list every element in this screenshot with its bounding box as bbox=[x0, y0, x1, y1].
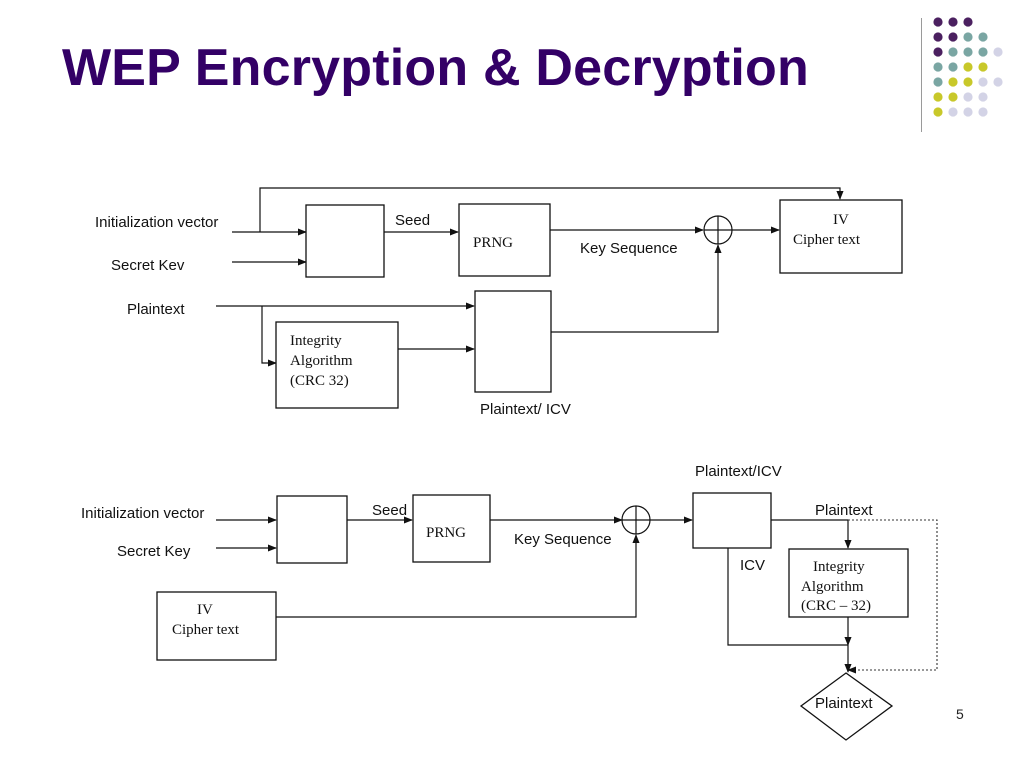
dec-iv-label: Initialization vector bbox=[81, 505, 204, 522]
enc-plaintext-icv-box bbox=[474, 290, 552, 393]
enc-output-ciphertext: Cipher text bbox=[793, 232, 861, 248]
encryption-diagram: Initialization vector Secret Kev Plainte… bbox=[95, 187, 903, 418]
enc-keyseq-label: Key Sequence bbox=[580, 240, 678, 257]
dec-icv-line bbox=[727, 548, 848, 646]
dec-secret-key-label: Secret Key bbox=[117, 543, 191, 560]
dec-input-box bbox=[156, 591, 277, 661]
decryption-diagram: Initialization vector Secret Key Seed PR… bbox=[81, 463, 938, 741]
dec-plaintext-icv-label: Plaintext/ICV bbox=[695, 463, 782, 480]
dec-input-iv: IV bbox=[197, 602, 213, 618]
enc-integrity-line2: Algorithm bbox=[290, 353, 353, 369]
dec-integrity-box bbox=[788, 548, 909, 618]
dec-xor-icon bbox=[621, 505, 651, 535]
dec-integrity-line3: (CRC – 32) bbox=[801, 598, 871, 614]
dec-integrity-line1: Integrity bbox=[813, 559, 865, 575]
enc-xor-icon bbox=[703, 215, 733, 245]
dec-result-diamond bbox=[799, 672, 894, 741]
dec-integrity-line2: Algorithm bbox=[801, 579, 864, 595]
enc-iv-label: Initialization vector bbox=[95, 214, 218, 231]
dec-plaintext-dotted-path bbox=[848, 519, 938, 671]
dec-cipher-to-xor-arrow bbox=[276, 534, 640, 618]
enc-integrity-line1: Integrity bbox=[290, 333, 342, 349]
dec-seed-label: Seed bbox=[372, 502, 407, 519]
enc-to-xor-arrow bbox=[551, 244, 722, 333]
enc-plaintext-label: Plaintext bbox=[127, 301, 185, 318]
dec-prng-box bbox=[412, 494, 491, 563]
enc-plaintext-to-crc-arrow bbox=[261, 306, 277, 367]
slide-title: WEP Encryption & Decryption bbox=[62, 39, 809, 97]
page-number: 5 bbox=[956, 706, 964, 722]
enc-prng-label: PRNG bbox=[473, 235, 513, 251]
enc-secret-key-label: Secret Kev bbox=[111, 257, 185, 274]
enc-integrity-box bbox=[275, 321, 399, 409]
dec-concat-box bbox=[276, 495, 348, 564]
dec-keyseq-label: Key Sequence bbox=[514, 531, 612, 548]
dec-icv-label: ICV bbox=[740, 557, 765, 574]
dec-input-ciphertext: Cipher text bbox=[172, 622, 240, 638]
enc-concat-box bbox=[305, 204, 385, 278]
dec-result-label: Plaintext bbox=[815, 695, 873, 712]
enc-seed-label: Seed bbox=[395, 212, 430, 229]
enc-output-box bbox=[779, 199, 903, 274]
dec-plaintext-to-crc-arrow bbox=[771, 519, 852, 549]
enc-prng-box bbox=[458, 203, 551, 277]
enc-iv-bypass-arrow bbox=[259, 187, 844, 232]
enc-plaintext-icv-label: Plaintext/ ICV bbox=[480, 401, 571, 418]
dec-plaintext-label: Plaintext bbox=[815, 502, 873, 519]
enc-integrity-line3: (CRC 32) bbox=[290, 373, 349, 389]
header-divider-line bbox=[921, 18, 922, 132]
enc-output-iv: IV bbox=[833, 212, 849, 228]
dec-split-box bbox=[692, 492, 772, 549]
dec-prng-label: PRNG bbox=[426, 525, 466, 541]
